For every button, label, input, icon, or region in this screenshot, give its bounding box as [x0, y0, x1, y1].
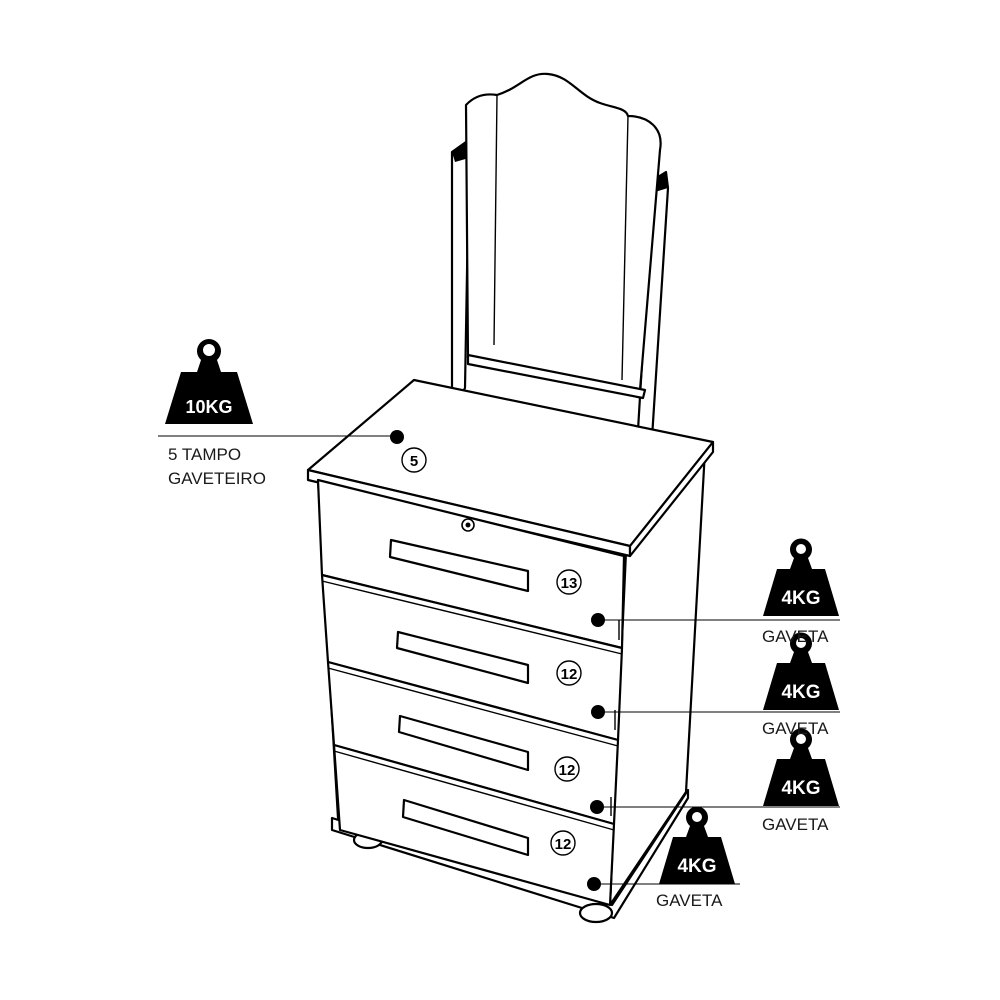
- part-number-drawer-1: 13: [556, 569, 582, 595]
- part-number-drawer-2: 12: [556, 660, 582, 686]
- label-gaveta-3: GAVETA: [762, 815, 829, 834]
- svg-text:4KG: 4KG: [781, 588, 820, 609]
- weight-icon: 4KG: [763, 538, 839, 616]
- mirror: [450, 72, 670, 442]
- svg-text:4KG: 4KG: [781, 778, 820, 799]
- svg-text:4KG: 4KG: [677, 856, 716, 877]
- label-tampo-line2: GAVETEIRO: [168, 469, 266, 488]
- weight-icon: 4KG: [763, 728, 839, 806]
- svg-text:12: 12: [561, 666, 578, 683]
- svg-text:10KG: 10KG: [185, 397, 232, 417]
- svg-text:4KG: 4KG: [781, 682, 820, 703]
- keyhole-icon: [461, 518, 475, 532]
- label-gaveta-1: GAVETA: [762, 627, 829, 646]
- svg-text:5: 5: [410, 453, 418, 470]
- label-gaveta-4: GAVETA: [656, 891, 723, 910]
- drawer-handles: [388, 538, 530, 857]
- svg-text:13: 13: [561, 575, 578, 592]
- part-number-drawer-4: 12: [550, 830, 576, 856]
- svg-text:12: 12: [559, 762, 576, 779]
- weight-icon: 4KG: [763, 632, 839, 710]
- svg-text:12: 12: [555, 836, 572, 853]
- weight-icon: 4KG: [659, 806, 735, 884]
- weight-icon: 10KG: [165, 339, 253, 424]
- label-gaveta-2: GAVETA: [762, 719, 829, 738]
- part-number-5: 5: [401, 447, 427, 473]
- part-number-drawer-3: 12: [554, 756, 580, 782]
- label-tampo-line1: 5 TAMPO: [168, 445, 241, 464]
